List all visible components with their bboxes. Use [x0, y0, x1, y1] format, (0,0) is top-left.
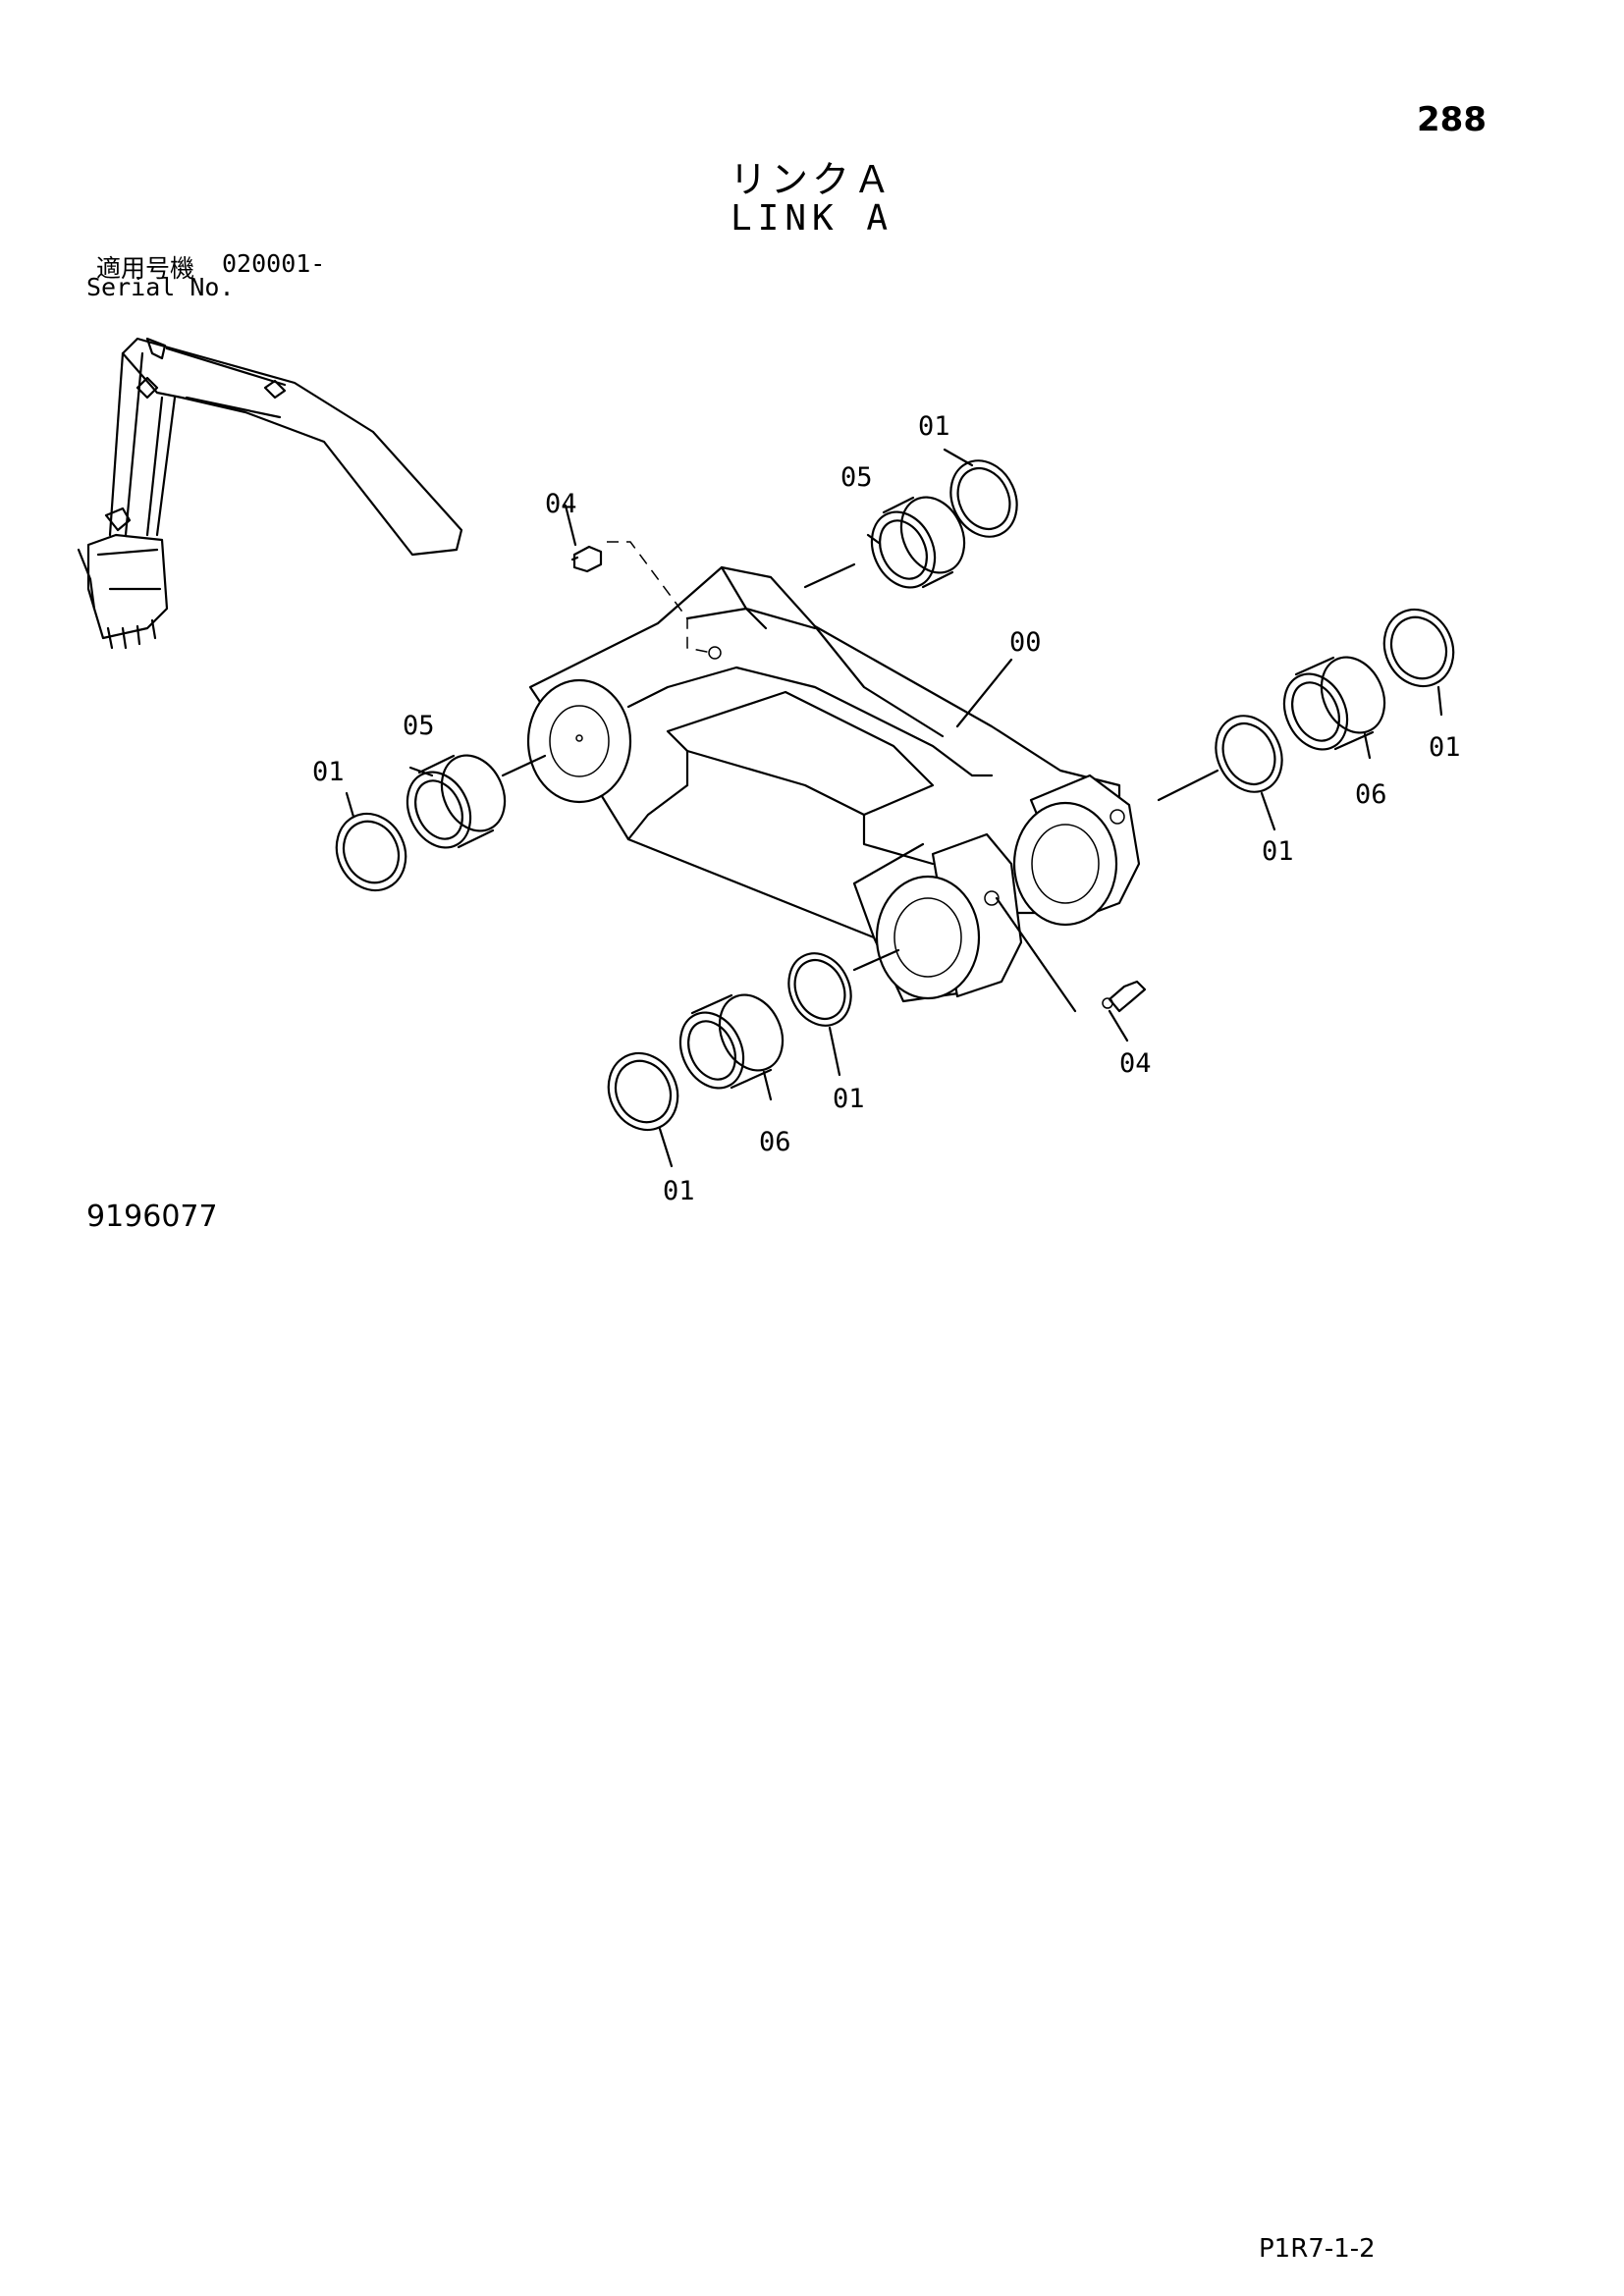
leader-lines: [345, 448, 1443, 1168]
excavator-thumbnail: [77, 337, 463, 650]
seal-ring-top: [949, 459, 1018, 538]
callout-label: 00: [1009, 627, 1042, 658]
seal-ring-right-outer: [1382, 608, 1455, 688]
callout-label: 01: [918, 411, 950, 442]
bushing-left: [406, 754, 507, 849]
link-body: [526, 565, 1141, 1003]
page-code: P1R7-1-2: [1259, 2234, 1376, 2264]
seal-ring-lower-outer: [607, 1051, 679, 1132]
bushing-right: [1282, 656, 1386, 751]
callout-label: 01: [1429, 732, 1461, 763]
bushing-lower: [678, 993, 785, 1090]
serial-number: 020001-: [222, 249, 326, 278]
page-number: 288: [1417, 100, 1487, 139]
callout-label: 01: [312, 757, 345, 787]
callout-label: 01: [663, 1176, 695, 1206]
serial-label-japanese: 適用号機: [96, 254, 195, 283]
grease-fitting-top: [570, 545, 603, 573]
grease-fitting-right: [1102, 980, 1147, 1013]
bushing-top: [870, 496, 966, 589]
seal-ring-lower-inner: [787, 952, 852, 1027]
drawing-number: 9196077: [86, 1200, 218, 1234]
seal-ring-left: [335, 812, 407, 892]
callout-label: 04: [545, 489, 577, 519]
page-title-japanese: リンクＡ: [729, 158, 894, 201]
callout-label: 06: [1355, 779, 1387, 810]
callout-label: 05: [840, 462, 873, 493]
callout-label: 01: [1262, 836, 1294, 867]
serial-label-english: Serial No.: [86, 273, 235, 301]
callout-label: 01: [833, 1084, 865, 1114]
callout-label: 06: [759, 1127, 791, 1157]
page-title-english: LINK A: [730, 198, 894, 239]
callout-label: 04: [1119, 1048, 1152, 1079]
seal-ring-right-inner: [1215, 715, 1283, 793]
callout-label: 05: [403, 711, 435, 741]
